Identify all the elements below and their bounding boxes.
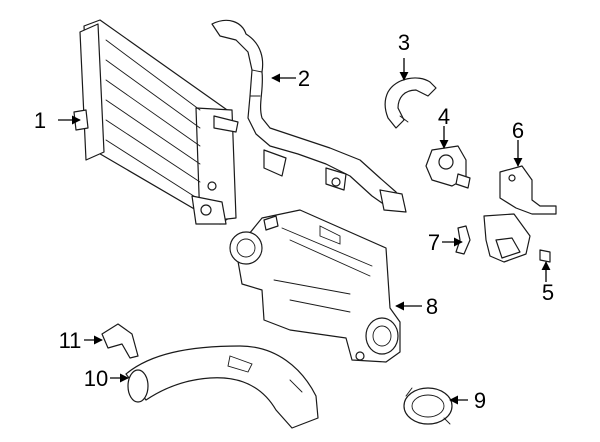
callout-1: 1 [34,108,46,133]
callout-numbers: 1 2 3 4 5 6 7 8 9 10 11 [34,30,554,413]
coolant-hose-part [211,19,407,213]
coolant-pump-part [425,145,471,189]
callout-4: 4 [438,104,450,129]
callout-leaders [58,58,551,405]
callout-6: 6 [512,118,524,143]
small-hose-part [384,77,437,129]
intercooler-part [229,209,401,363]
mount-bracket-part [483,213,551,263]
connector-part [403,387,453,425]
callout-3: 3 [398,30,410,55]
charge-air-duct-part [125,345,319,429]
callout-11: 11 [59,328,82,353]
callout-2: 2 [298,66,310,91]
radiator-part [73,19,239,225]
bracket-part [499,165,557,215]
callout-7: 7 [428,230,440,255]
callout-8: 8 [426,294,438,319]
callout-10: 10 [84,366,108,391]
clip-part [455,225,471,255]
small-bracket-part [101,323,139,359]
callout-9: 9 [474,388,486,413]
callout-5: 5 [542,280,554,305]
